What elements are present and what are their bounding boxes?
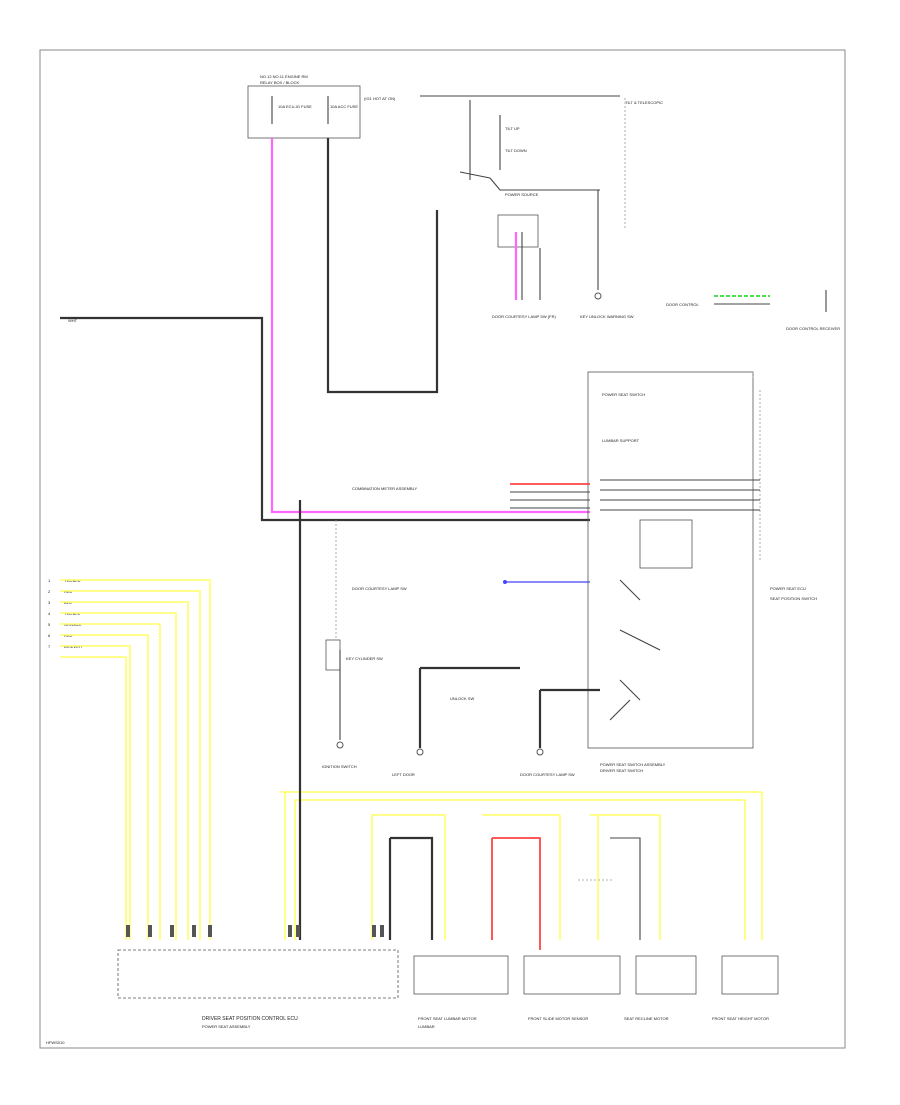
power-seat-switch-module: POWER SEAT SWITCH LUMBAR SUPPORT POWER S… [587,371,817,773]
lower-module-c-label: SEAT RECLINE MOTOR [624,1016,669,1021]
pin-3-label: 3 [48,600,51,605]
ignition-switch-label: IGNITION SWITCH [322,764,357,769]
lower-module-a-sub: LUMBAR [418,1024,435,1029]
fuse-box-title: NO.12 NO.11 ENGINE RM [260,74,308,79]
reference-code: HFWS010 [46,1040,65,1045]
pin-5-label: 5 [48,622,51,627]
left-yellow-bundle: 1 2 3 4 5 6 7 YEL/BLU RED BLU YEL/BLK GR… [48,578,211,940]
door-control-label: DOOR CONTROL [666,302,699,307]
slide-motor-module: FRONT SLIDE MOTOR SENSOR [523,955,621,1021]
outer-switch-label: SEAT POSITION SWITCH [770,596,817,601]
door-control-receiver-label: DOOR CONTROL RECEIVER [786,326,840,331]
pin-1-label: 1 [48,578,51,583]
ignition-switch: KEY CYLINDER SW IGNITION SWITCH [322,520,383,769]
tilt-down-label: TILT DOWN [505,148,527,153]
thin-loop [610,837,641,940]
outer-power-seat-label: POWER SEAT ECU [770,586,806,591]
seat-position-ecu-connector: DRIVER SEAT POSITION CONTROL ECU POWER S… [117,925,399,1029]
pin-7-label: 7 [48,644,51,649]
red-loop [491,837,541,950]
tilt-telescopic-switch: TILT & TELESCOPIC TILT UP TILT DOWN POWE… [420,95,663,230]
lower-module-b-label: FRONT SLIDE MOTOR SENSOR [528,1016,588,1021]
fuse-a-label: 10A ECU-IG FUSE [278,104,312,109]
diagram-border [39,49,846,1049]
pin-4-label: 4 [48,611,51,616]
pink-wire [270,138,590,514]
black-wire-fuse [326,138,439,394]
height-motor-module: FRONT SEAT HEIGHT MOTOR [712,955,779,1021]
lumbar-support-label: LUMBAR SUPPORT [602,438,640,443]
door-courtesy-lamp-label: DOOR COURTESY LAMP SW [352,586,407,591]
key-unlock-warning-label: KEY UNLOCK WARNING SW [580,314,634,319]
door-courtesy-b-label: DOOR COURTESY LAMP SW [520,772,575,777]
lower-module-d-label: FRONT SEAT HEIGHT MOTOR [712,1016,769,1021]
recline-motor-module: SEAT RECLINE MOTOR [624,955,697,1021]
fuse-box: NO.12 NO.11 ENGINE RM RELAY BOX / BLOCK … [247,74,396,139]
control-ecu-sub: POWER SEAT ASSEMBLY [202,1024,251,1029]
unlock-sw-label: UNLOCK SW [450,696,474,701]
fuse-note-label: (IG1 HOT AT ON) [364,96,396,101]
power-seat-long-sublabel: DRIVER SEAT SWITCH [600,768,643,773]
power-seat-long-label: POWER SEAT SWITCH ASSEMBLY [600,762,666,767]
left-black-wire [60,316,590,522]
lower-module-a-label: FRONT SEAT LUMBAR MOTOR [418,1016,477,1021]
fuse-b-label: 10A ACC FUSE [330,104,358,109]
door-courtesy-sw-fr: DOOR COURTESY LAMP SW (FR) [492,214,556,319]
key-unlock-warning-sw: KEY UNLOCK WARNING SW [580,190,634,319]
tilt-telescopic-label: TILT & TELESCOPIC [625,100,663,105]
pin-6-label: 6 [48,633,51,638]
tilt-up-label: TILT UP [505,126,520,131]
pin-2-label: 2 [48,589,51,594]
key-cylinder-label: KEY CYLINDER SW [346,656,383,661]
black-loop-a [388,836,434,940]
door-courtesy-fr-label: DOOR COURTESY LAMP SW (FR) [492,314,556,319]
lumbar-motor-module: FRONT SEAT LUMBAR MOTOR LUMBAR [413,955,509,1029]
control-ecu-title: DRIVER SEAT POSITION CONTROL ECU [202,1016,298,1022]
power-seat-switch-label: POWER SEAT SWITCH [602,392,645,397]
yellow-bus [280,791,763,940]
door-control-receiver: DOOR CONTROL DOOR CONTROL RECEIVER [666,290,840,331]
power-source-label: POWER SOURCE [505,192,539,197]
combination-meter-wires: COMBINATION METER ASSEMBLY DOOR COURTESY… [352,483,590,591]
combination-meter-label: COMBINATION METER ASSEMBLY [352,486,418,491]
left-door-label: LEFT DOOR [392,772,415,777]
left-wire-label: WHT [68,318,78,323]
unlock-switch: UNLOCK SW LEFT DOOR DOOR COURTESY LAMP S… [392,666,600,777]
fuse-box-subtitle: RELAY BOX / BLOCK [260,80,300,85]
